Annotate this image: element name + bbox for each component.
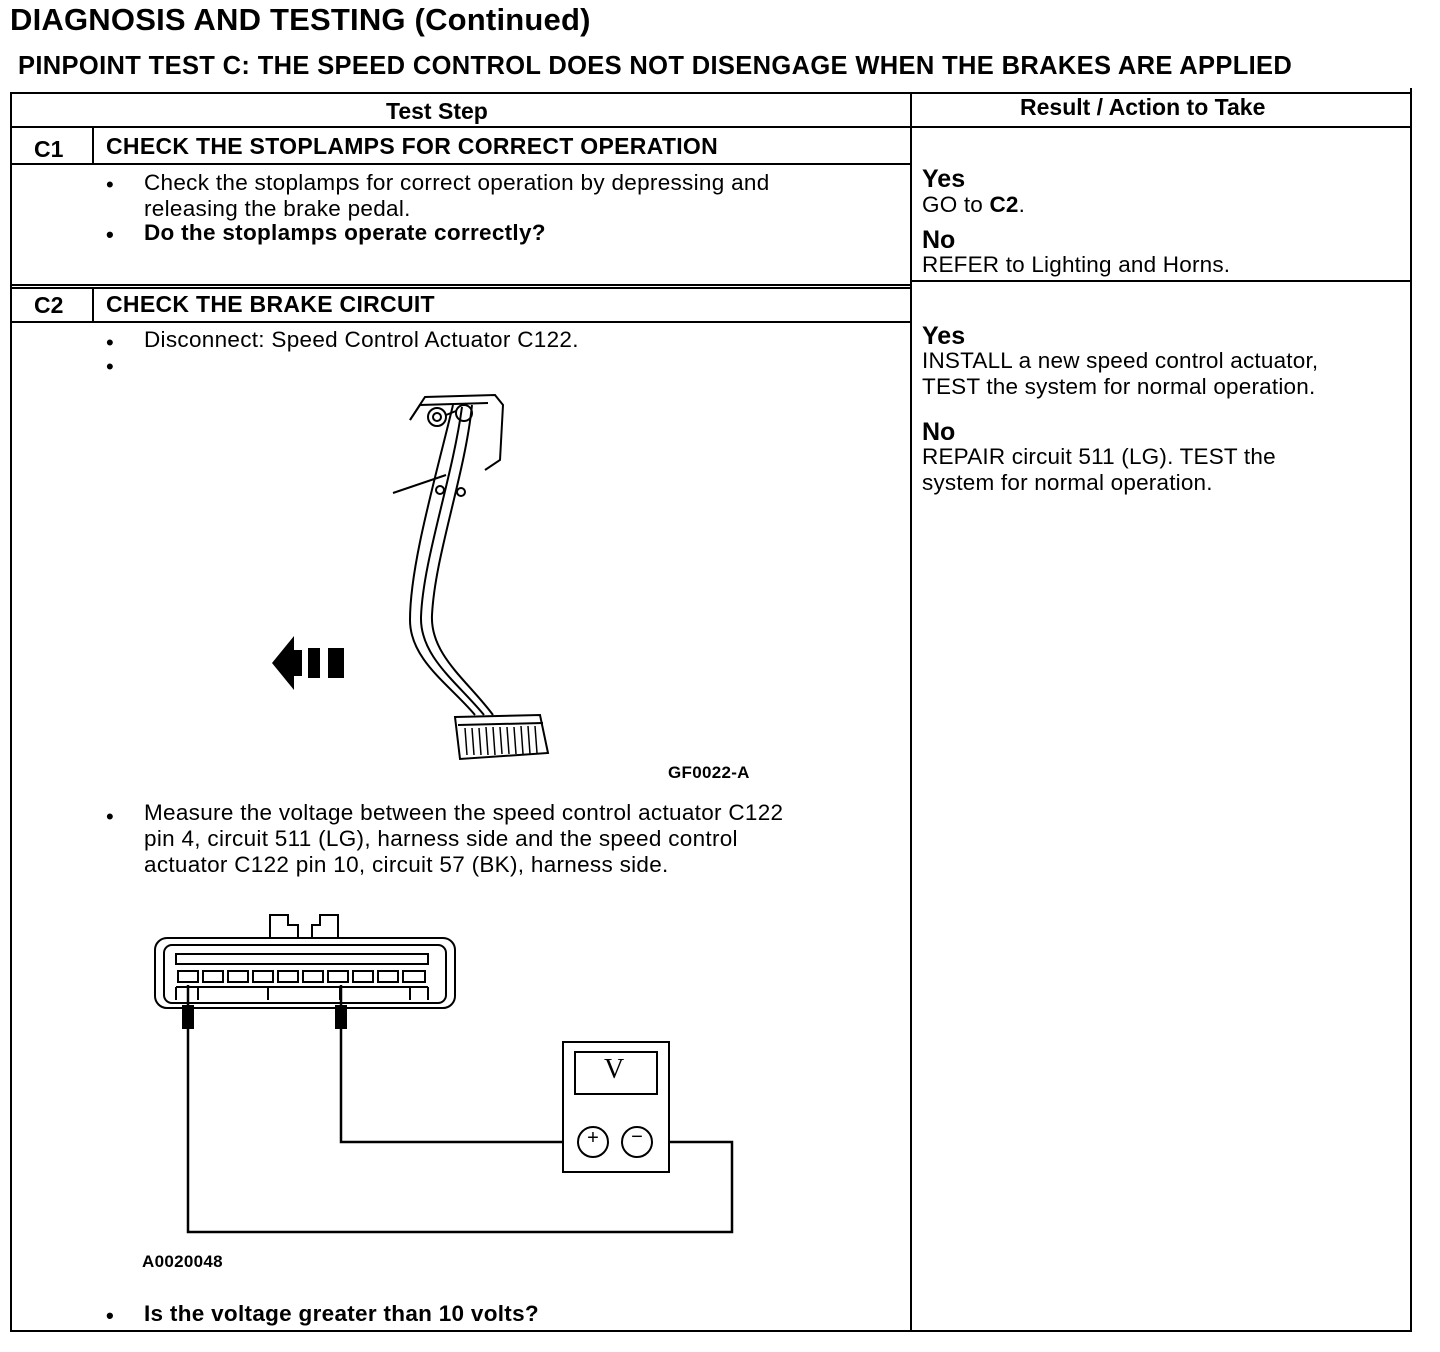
bullet-icon: • — [106, 354, 114, 379]
step-id-c1: C1 — [34, 136, 64, 162]
c2-no-action: REPAIR circuit 511 (LG). TEST the system… — [922, 444, 1276, 495]
bullet-icon: • — [106, 222, 114, 247]
bullet-icon: • — [106, 330, 114, 355]
c1-no-action: REFER to Lighting and Horns. — [922, 252, 1231, 277]
c1-yes-label: Yes — [922, 165, 966, 193]
step-title-c1: CHECK THE STOPLAMPS FOR CORRECT OPERATIO… — [106, 133, 719, 159]
connector-voltmeter-diagram — [154, 914, 734, 1234]
depress-arrow-icon — [272, 636, 344, 690]
figure-code-pedal: GF0022-A — [668, 763, 750, 782]
c1-instruction: Check the stoplamps for correct operatio… — [144, 170, 770, 221]
step-id-c2: C2 — [34, 292, 64, 318]
connector-c122-illustration — [154, 914, 456, 1009]
voltmeter-icon — [562, 1041, 670, 1173]
bullet-icon: • — [106, 804, 114, 829]
step-title-c2: CHECK THE BRAKE CIRCUIT — [106, 291, 435, 317]
c2-yes-action: INSTALL a new speed control actuator, TE… — [922, 348, 1319, 399]
column-header-result: Result / Action to Take — [1020, 94, 1266, 120]
c2-disconnect-instruction: Disconnect: Speed Control Actuator C122. — [144, 327, 579, 352]
voltmeter-plus-terminal: + — [587, 1127, 599, 1149]
c2-yes-label: Yes — [922, 322, 966, 350]
c1-question: Do the stoplamps operate correctly? — [144, 220, 546, 245]
bullet-icon: • — [106, 1303, 114, 1328]
voltmeter-minus-terminal: − — [631, 1126, 643, 1148]
c1-yes-action: GO to C2. — [922, 192, 1026, 217]
figure-code-connector: A0020048 — [142, 1252, 223, 1271]
voltmeter-symbol: V — [604, 1054, 625, 1085]
bullet-icon: • — [106, 172, 114, 197]
brake-pedal-illustration — [392, 393, 550, 761]
c2-question: Is the voltage greater than 10 volts? — [144, 1301, 539, 1326]
page-title: DIAGNOSIS AND TESTING (Continued) — [10, 2, 591, 37]
column-header-test-step: Test Step — [386, 98, 488, 124]
c2-measure-instruction: Measure the voltage between the speed co… — [144, 800, 784, 877]
c2-no-label: No — [922, 418, 956, 446]
c1-no-label: No — [922, 226, 956, 254]
pinpoint-test-title: PINPOINT TEST C: THE SPEED CONTROL DOES … — [18, 52, 1293, 80]
